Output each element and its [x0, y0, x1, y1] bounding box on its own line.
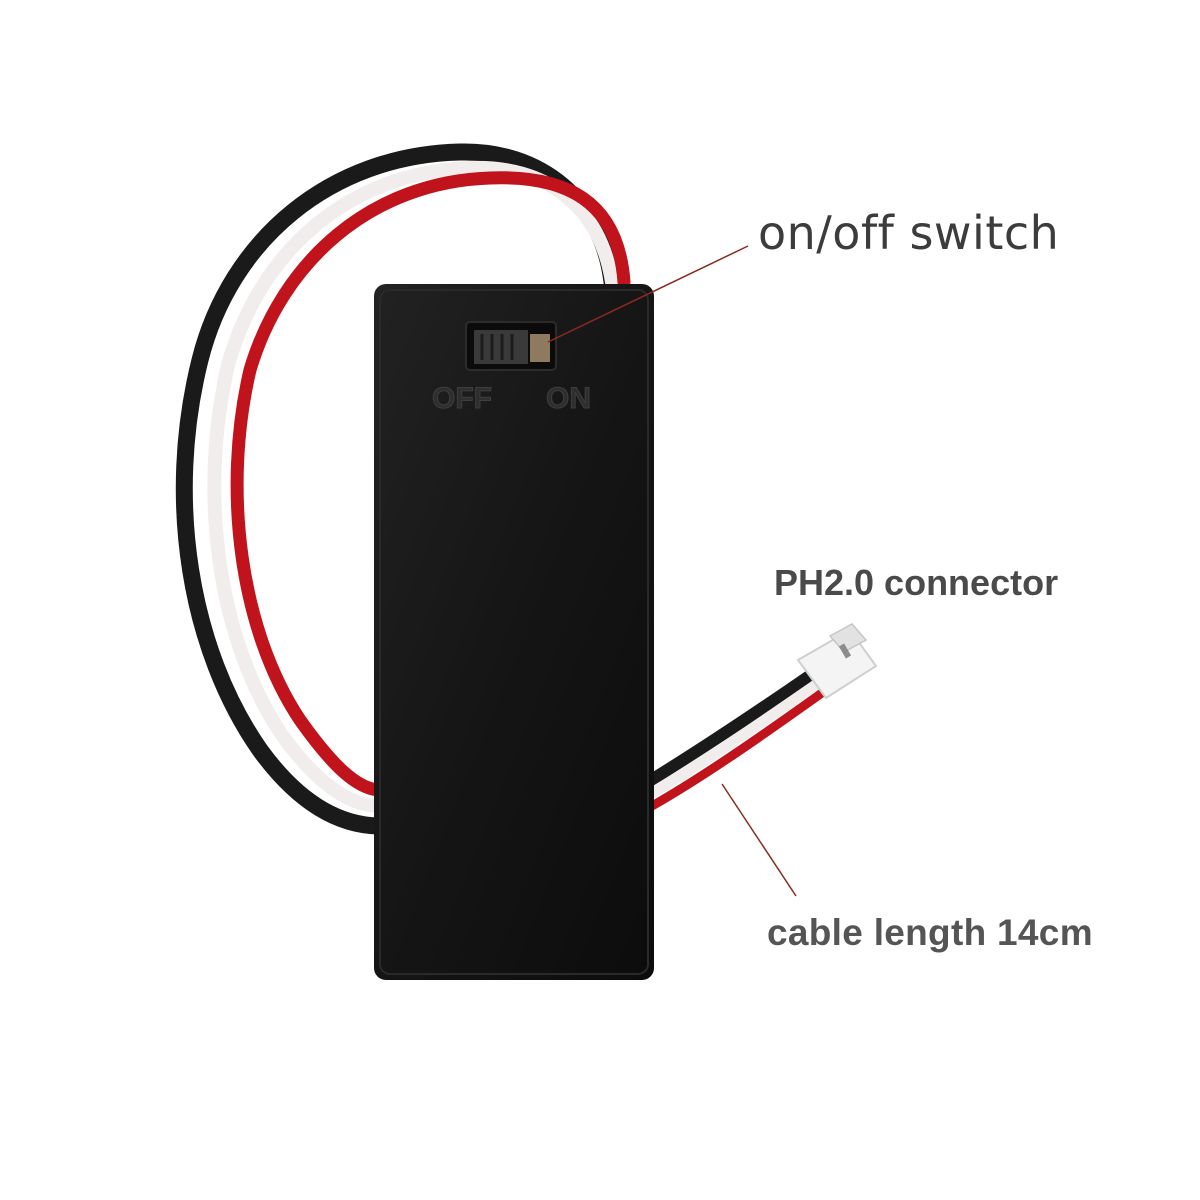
- connector-callout-label: PH2.0 connector: [774, 562, 1059, 603]
- looping-cable: [175, 143, 631, 835]
- case-marking-on: ON: [546, 382, 591, 415]
- ph2-connector: [796, 623, 878, 700]
- cable-length-callout-label: cable length 14cm: [767, 912, 1093, 953]
- connector-cable: [642, 666, 831, 811]
- cable-leader-line: [721, 783, 797, 897]
- switch-leader-line: [547, 245, 749, 343]
- battery-case: [374, 284, 654, 980]
- slide-switch: [465, 321, 557, 371]
- case-marking-off: OFF: [432, 382, 492, 415]
- switch-callout-label: on/off switch: [758, 206, 1060, 260]
